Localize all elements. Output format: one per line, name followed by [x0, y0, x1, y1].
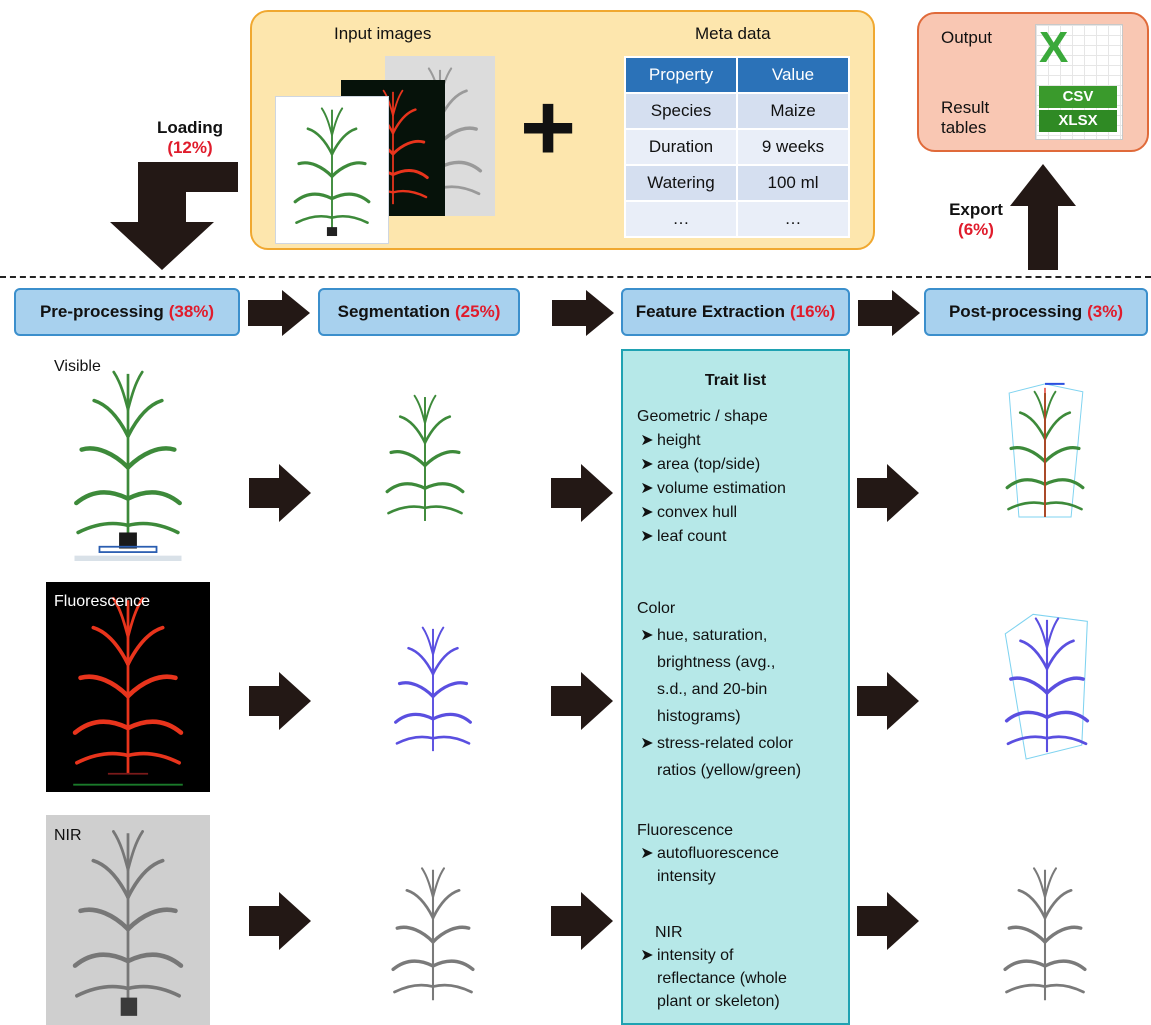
input-images-label: Input images	[334, 24, 432, 43]
meta-cell: …	[624, 200, 738, 238]
trait-group-fluorescence: Fluorescence ➤ autofluorescence intensit…	[637, 819, 847, 888]
trait-item: ➤convex hull	[637, 501, 847, 525]
stage-pre-processing: Pre-processing(38%)	[14, 288, 240, 336]
table-row: Duration 9 weeks	[624, 128, 850, 166]
stage-feature-extraction: Feature Extraction(16%)	[621, 288, 850, 336]
trait-list-box: Trait list Geometric / shape ➤height ➤ar…	[621, 349, 850, 1025]
trait-item: ➤ stress-related color ratios (yellow/gr…	[637, 730, 847, 784]
trait-item: ➤ hue, saturation, brightness (avg., s.d…	[637, 622, 847, 730]
meta-cell: Species	[624, 92, 738, 130]
xlsx-badge: XLSX	[1039, 110, 1117, 132]
stage-post-processing: Post-processing(3%)	[924, 288, 1148, 336]
arrow-right-icon	[551, 464, 613, 522]
bullet-arrow-icon: ➤	[640, 528, 654, 545]
trait-item: ➤ autofluorescence intensity	[637, 842, 847, 888]
row-label-fluorescence: Fluorescence	[54, 593, 151, 610]
trait-item: ➤height	[637, 429, 847, 453]
arrow-right-icon	[857, 892, 919, 950]
trait-item: ➤leaf count	[637, 525, 847, 549]
export-arrow-icon	[1010, 164, 1076, 270]
bullet-arrow-icon: ➤	[640, 947, 654, 964]
arrow-right-icon	[248, 290, 310, 336]
postprocessed-nir-image	[1003, 866, 1087, 1002]
arrow-right-icon	[552, 290, 614, 336]
trait-group-color: Color ➤ hue, saturation, brightness (avg…	[637, 595, 847, 784]
excel-icon: X CSV XLSX	[1035, 24, 1123, 140]
stage-segmentation: Segmentation(25%)	[318, 288, 520, 336]
meta-cell: Maize	[736, 92, 850, 130]
meta-cell: 9 weeks	[736, 128, 850, 166]
output-label: Output	[941, 28, 993, 47]
meta-table-header-row: Property Value	[624, 56, 850, 94]
bullet-arrow-icon: ➤	[640, 627, 654, 644]
csv-badge: CSV	[1039, 86, 1117, 108]
meta-data-table: Property Value Species Maize Duration 9 …	[624, 56, 850, 238]
arrow-right-icon	[858, 290, 920, 336]
bullet-arrow-icon: ➤	[640, 456, 654, 473]
meta-cell: …	[736, 200, 850, 238]
bullet-arrow-icon: ➤	[640, 735, 654, 752]
result-tables-label: Result tables	[941, 98, 990, 137]
segmented-fluorescence-image	[394, 625, 472, 753]
table-row: … …	[624, 200, 850, 238]
postprocessed-fluorescence-image	[1004, 613, 1090, 760]
visible-image	[46, 356, 210, 561]
row-label-nir: NIR	[54, 827, 82, 844]
trait-group-geometric: Geometric / shape ➤height ➤area (top/sid…	[637, 405, 847, 549]
output-panel: Output Result tables X CSV XLSX	[917, 12, 1149, 152]
arrow-right-icon	[249, 464, 311, 522]
arrow-right-icon	[551, 672, 613, 730]
arrow-right-icon	[857, 464, 919, 522]
bullet-arrow-icon: ➤	[640, 845, 654, 862]
trait-item: ➤volume estimation	[637, 477, 847, 501]
table-row: Species Maize	[624, 92, 850, 130]
row-label-visible: Visible	[54, 358, 101, 375]
input-panel: Input images Meta data + Property Value …	[250, 10, 875, 250]
arrow-right-icon	[551, 892, 613, 950]
trait-item: ➤ intensity of reflectance (whole plant …	[637, 944, 847, 1013]
arrow-right-icon	[857, 672, 919, 730]
arrow-right-icon	[249, 672, 311, 730]
trait-item: ➤area (top/side)	[637, 453, 847, 477]
meta-cell: Duration	[624, 128, 738, 166]
export-label: Export (6%)	[949, 200, 1003, 239]
meta-data-label: Meta data	[695, 24, 771, 43]
bullet-arrow-icon: ➤	[640, 504, 654, 521]
plus-icon: +	[520, 74, 577, 181]
segmented-nir-image	[391, 866, 475, 1002]
fluorescence-image	[46, 582, 210, 792]
meta-cell: Watering	[624, 164, 738, 202]
trait-list-title: Trait list	[704, 372, 767, 389]
meta-header-property: Property	[624, 56, 738, 94]
arrow-right-icon	[249, 892, 311, 950]
meta-header-value: Value	[736, 56, 850, 94]
loading-label: Loading (12%)	[156, 118, 224, 157]
loading-arrow-icon	[110, 162, 238, 270]
trait-group-nir: NIR ➤ intensity of reflectance (whole pl…	[637, 921, 847, 1013]
segmented-visible-image	[385, 394, 465, 523]
postprocessed-visible-image	[1005, 382, 1085, 519]
visible-thumbnail	[275, 96, 389, 244]
table-row: Watering 100 ml	[624, 164, 850, 202]
bullet-arrow-icon: ➤	[640, 432, 654, 449]
nir-image	[46, 815, 210, 1025]
meta-cell: 100 ml	[736, 164, 850, 202]
bullet-arrow-icon: ➤	[640, 480, 654, 497]
divider	[0, 276, 1151, 278]
